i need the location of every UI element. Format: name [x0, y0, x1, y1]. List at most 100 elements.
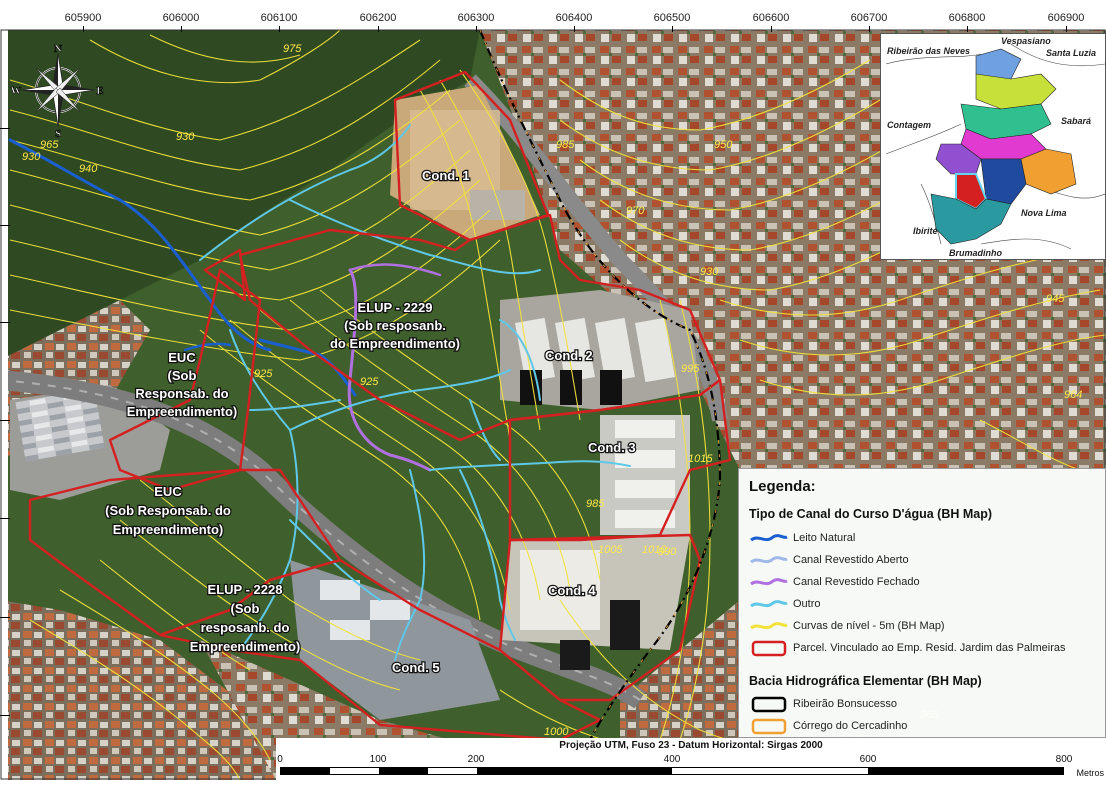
- legend-item-label: Outro: [793, 598, 821, 610]
- legend-item: Canal Revestido Aberto: [749, 551, 909, 569]
- legend-line-symbol: [750, 534, 788, 542]
- legend-item: Córrego do Cercadinho: [749, 717, 907, 735]
- scale-bar-segment: [378, 768, 428, 774]
- label-elup-2229-line2: (Sob resposanb.: [344, 318, 446, 333]
- compass-n: N: [54, 43, 62, 55]
- legend-polygon-symbol: [751, 640, 787, 657]
- scale-tick-label: 800: [1055, 754, 1073, 765]
- x-axis-tick: [1066, 26, 1067, 32]
- y-tick: [0, 128, 10, 129]
- scale-tick-label: 400: [663, 754, 681, 765]
- legend-item-label: Parcel. Vinculado ao Emp. Resid. Jardim …: [793, 642, 1066, 654]
- y-tick: [0, 420, 10, 421]
- scale-tick-label: 600: [859, 754, 877, 765]
- legend-title: Legenda:: [749, 478, 816, 495]
- contour-elevation-label: 930: [22, 151, 41, 163]
- axis-strip-left: [0, 30, 8, 780]
- y-tick: [0, 225, 10, 226]
- inset-label-sabara: Sabará: [1061, 116, 1091, 126]
- legend-item: Parcel. Vinculado ao Emp. Resid. Jardim …: [749, 639, 1065, 657]
- inset-label-santa-luzia: Santa Luzia: [1046, 48, 1096, 58]
- x-axis-label: 606900: [1047, 12, 1085, 24]
- label-elup-2228-line3: resposanb. do: [201, 620, 290, 635]
- label-elup-2229-line1: ELUP - 2229: [358, 300, 433, 315]
- legend-item: Leito Natural: [749, 529, 855, 547]
- contour-elevation-label: 985: [586, 498, 605, 510]
- legend-item: Curvas de nível - 5m (BH Map): [749, 617, 945, 635]
- x-axis-tick: [476, 26, 477, 32]
- inset-locator-map: Ribeirão das Neves Vespasiano Santa Luzi…: [880, 33, 1106, 260]
- contour-elevation-label: 975: [283, 43, 302, 55]
- x-axis-label: 606700: [850, 12, 888, 24]
- contour-elevation-label: 985: [556, 139, 575, 151]
- label-cond-3: Cond. 3: [588, 440, 636, 455]
- x-axis-tick: [378, 26, 379, 32]
- contour-elevation-label: 964: [1064, 389, 1082, 401]
- contour-elevation-label: 1010: [642, 544, 667, 556]
- label-euc-1-line3: Responsab. do: [135, 386, 228, 401]
- contour-elevation-label: 1000: [544, 726, 569, 738]
- legend-line-symbol: [750, 556, 788, 564]
- label-cond-1: Cond. 1: [422, 168, 470, 183]
- label-elup-2229-line3: do Empreendimento): [330, 336, 460, 351]
- scale-tick-label: 0: [277, 754, 283, 765]
- x-axis-label: 606000: [162, 12, 200, 24]
- x-axis-label: 606800: [948, 12, 986, 24]
- label-elup-2228-line2: (Sob: [231, 601, 260, 616]
- projection-note: Projeção UTM, Fuso 23 - Datum Horizontal…: [559, 740, 823, 751]
- contour-elevation-label: 945: [1046, 293, 1065, 305]
- compass-s: S: [55, 128, 61, 138]
- legend-section-basin: Bacia Hidrográfica Elementar (BH Map): [749, 674, 982, 688]
- x-axis-tick: [967, 26, 968, 32]
- y-tick: [0, 617, 10, 618]
- x-axis-tick: [279, 26, 280, 32]
- compass-w: W: [11, 85, 22, 97]
- legend-item-label: Córrego do Cercadinho: [793, 720, 908, 732]
- contour-elevation-label: 940: [79, 163, 98, 175]
- inset-label-vespasiano: Vespasiano: [1001, 36, 1051, 46]
- inset-label-brumadinho: Brumadinho: [949, 248, 1003, 258]
- scale-bar-segment: [476, 768, 672, 774]
- inset-label-contagem: Contagem: [887, 120, 931, 130]
- legend-polygon-symbol: [751, 718, 787, 735]
- scale-bar-segment: [281, 768, 330, 774]
- label-cond-2: Cond. 2: [545, 348, 593, 363]
- x-axis-tick: [672, 26, 673, 32]
- label-euc-1-line1: EUC: [168, 350, 196, 365]
- label-euc-1-line2: (Sob: [168, 368, 197, 383]
- inset-label-ribeirao-das-neves: Ribeirão das Neves: [887, 46, 970, 56]
- x-axis-tick: [83, 26, 84, 32]
- legend-item-label: Canal Revestido Aberto: [793, 554, 909, 566]
- label-elup-2228-line4: Empreendimento): [190, 639, 301, 654]
- label-cond-4: Cond. 4: [548, 583, 596, 598]
- x-axis-label: 606600: [752, 12, 790, 24]
- legend-polygon-symbol: [751, 696, 787, 713]
- legend-item-label: Canal Revestido Fechado: [793, 576, 920, 588]
- scale-bar-segment: [427, 768, 477, 774]
- label-elup-2228-line1: ELUP - 2228: [208, 582, 283, 597]
- contour-elevation-label: 930: [176, 131, 195, 143]
- label-euc-2-line2: (Sob Responsab. do: [105, 503, 231, 518]
- label-cond-5: Cond. 5: [392, 660, 440, 675]
- x-axis-label: 606400: [555, 12, 593, 24]
- legend-item-label: Ribeirão Bonsucesso: [793, 698, 897, 710]
- compass-rose-icon: N E S W: [10, 43, 104, 138]
- axis-strip-top: [0, 0, 1106, 30]
- legend-item: Outro: [749, 595, 821, 613]
- y-tick: [0, 322, 10, 323]
- contour-elevation-label: 930: [700, 266, 719, 278]
- scale-tick-label: 200: [467, 754, 485, 765]
- contour-elevation-label: 950: [714, 139, 733, 151]
- contour-elevation-label: 995: [681, 363, 700, 375]
- legend-item: Ribeirão Bonsucesso: [749, 695, 897, 713]
- x-axis-tick: [181, 26, 182, 32]
- y-tick: [0, 518, 10, 519]
- inset-label-ibirite: Ibirité: [913, 226, 938, 236]
- contour-elevation-label: 965: [40, 139, 59, 151]
- contour-elevation-label: 970: [626, 205, 645, 217]
- scale-tick-label: 100: [369, 754, 387, 765]
- x-axis-tick: [771, 26, 772, 32]
- legend-line-symbol: [750, 622, 788, 630]
- scale-bar-panel: Projeção UTM, Fuso 23 - Datum Horizontal…: [276, 738, 1106, 780]
- contour-elevation-label: 990: [658, 546, 677, 558]
